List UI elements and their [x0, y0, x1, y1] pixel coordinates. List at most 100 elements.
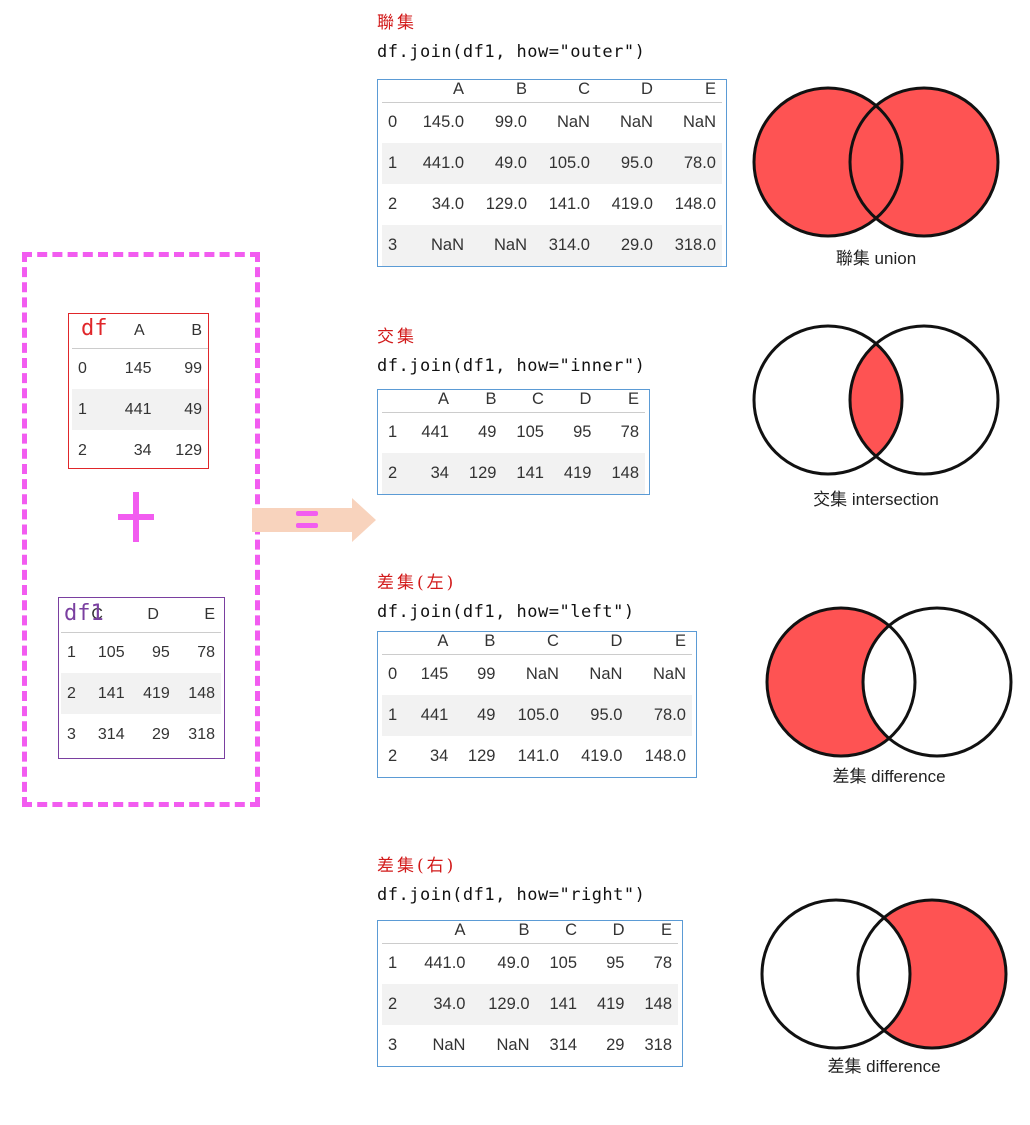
- equals-arrow-icon: [252, 498, 376, 542]
- table-cell: 145.0: [422, 113, 465, 132]
- column-header: D: [595, 80, 659, 103]
- column-header: B: [157, 314, 208, 349]
- column-header: D: [583, 921, 631, 944]
- table-cell: 29.0: [595, 225, 659, 266]
- column-header: D: [564, 632, 629, 655]
- venn-label: 差集 difference: [832, 767, 946, 786]
- table-cell: NaN: [407, 225, 471, 266]
- table-cell: 419.0: [611, 195, 653, 213]
- table-cell: 95.0: [595, 143, 659, 184]
- table-cell: 148.0: [644, 747, 686, 765]
- df1-grid: C D E 1 105 95 78 2 141 419 148 3 314 29…: [61, 598, 221, 755]
- df-grid: A B 0 145 99 1 441 49 2 34 129: [72, 314, 208, 471]
- table-cell: 95: [151, 643, 170, 661]
- overlap-fill: [850, 326, 902, 474]
- column-header: D: [549, 390, 598, 413]
- table-cell: 34: [133, 441, 152, 459]
- table-cell: 95.0: [564, 695, 629, 736]
- table-cell: 314.0: [533, 225, 596, 266]
- row-index: 2: [78, 441, 87, 459]
- row-index: 2: [388, 747, 398, 765]
- table-cell: 78.0: [658, 143, 722, 184]
- column-header: C: [85, 598, 131, 633]
- table-cell: 49.0: [470, 143, 533, 184]
- column-header: A: [99, 314, 158, 349]
- df-name-label: df: [81, 316, 108, 341]
- table-cell: NaN: [589, 665, 623, 684]
- column-header: E: [658, 80, 722, 103]
- table-cell: 148: [630, 984, 678, 1025]
- row-index: 3: [388, 1036, 398, 1054]
- join-code: df.join(df1, how="outer"): [377, 42, 646, 62]
- row-index: 2: [388, 195, 398, 213]
- table-cell: 419: [583, 984, 631, 1025]
- table-cell: 145: [124, 359, 152, 377]
- venn-diagram: [760, 898, 1008, 1050]
- row-index: 3: [67, 725, 76, 743]
- table-cell: 49.0: [497, 954, 530, 973]
- left-set-outline: [752, 86, 904, 238]
- table-cell: NaN: [432, 1036, 466, 1054]
- column-header: C: [533, 80, 596, 103]
- table-cell: 99: [477, 665, 496, 684]
- venn-label: 交集 intersection: [813, 490, 939, 509]
- table-cell: 105.0: [501, 695, 565, 736]
- table-cell: NaN: [652, 665, 686, 684]
- table-cell: 419: [549, 453, 598, 494]
- venn-diagram: [752, 324, 1000, 476]
- table-cell: 34: [429, 747, 449, 765]
- table-cell: NaN: [525, 665, 559, 684]
- table-cell: 314: [549, 1036, 577, 1054]
- table-cell: NaN: [470, 225, 533, 266]
- table-cell: 29: [151, 725, 170, 743]
- table-cell: 99.0: [494, 113, 527, 132]
- table-cell: 419.0: [581, 747, 623, 765]
- table-cell: 318: [644, 1036, 672, 1054]
- row-index: 0: [388, 665, 398, 684]
- table-cell: 318: [188, 725, 215, 743]
- left-set-mask: [762, 900, 910, 1048]
- row-index: 3: [382, 225, 408, 266]
- table-cell: 441: [99, 389, 158, 430]
- right-set-outline: [848, 324, 1000, 476]
- table-cell: 148: [597, 453, 645, 494]
- table-cell: 148: [175, 673, 221, 714]
- table-cell: 129: [175, 441, 202, 459]
- column-header: B: [454, 390, 503, 413]
- column-header: E: [175, 598, 221, 633]
- row-index: 1: [388, 954, 398, 973]
- section-title: 交集: [377, 327, 417, 347]
- table-cell: 99: [184, 359, 202, 377]
- right-set-outline: [861, 606, 1013, 758]
- table-cell: 29: [606, 1036, 625, 1054]
- table-cell: 95: [573, 423, 592, 442]
- column-header: E: [628, 632, 692, 655]
- table-cell: 105: [516, 423, 544, 442]
- table-cell: 441: [421, 423, 449, 442]
- venn-diagram: [752, 86, 1000, 238]
- table-cell: 441: [407, 695, 455, 736]
- table-cell: NaN: [619, 113, 653, 132]
- column-header: C: [501, 632, 565, 655]
- right-set-outline: [856, 898, 1008, 1050]
- table-cell: 78: [620, 423, 639, 442]
- join-code: df.join(df1, how="right"): [377, 885, 646, 905]
- left-set-outline: [765, 606, 917, 758]
- section-title: 聯集: [377, 13, 417, 33]
- left-set-outline: [760, 898, 912, 1050]
- column-header: A: [407, 80, 471, 103]
